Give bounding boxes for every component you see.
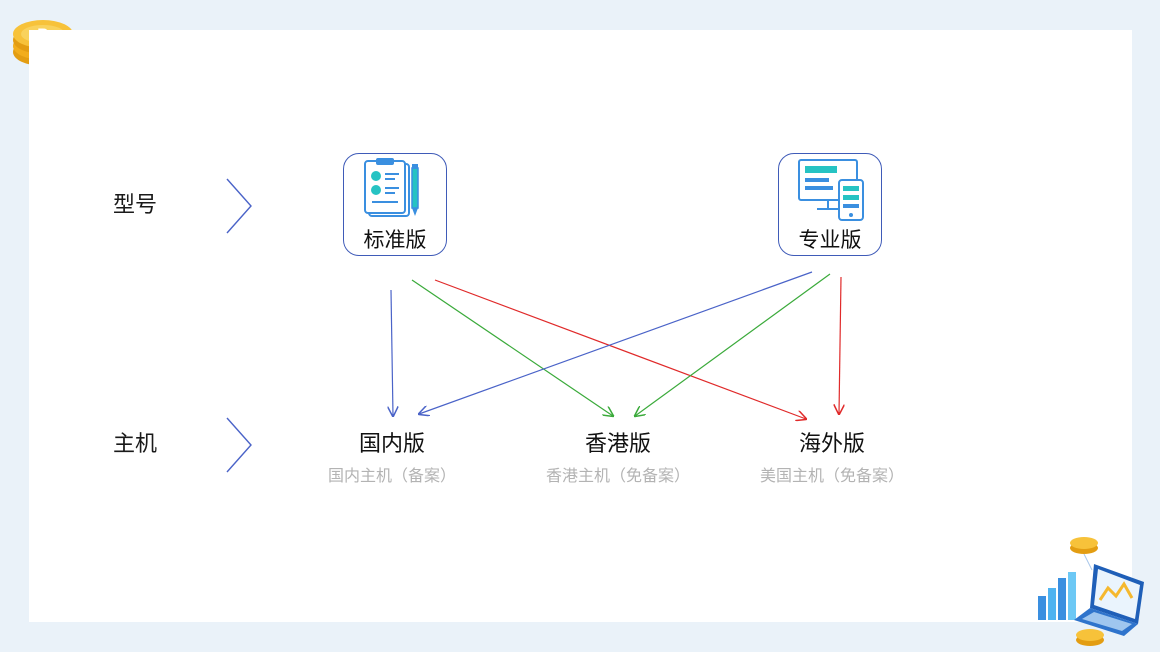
host-description: 美国主机（免备案） <box>759 466 904 485</box>
host-description: 国内主机（备案） <box>327 466 456 485</box>
host-name: 海外版 <box>798 432 865 457</box>
model-professional[interactable]: 专业版 <box>778 153 882 256</box>
host-name: 香港版 <box>584 432 651 457</box>
chevron-right-icon <box>226 178 252 234</box>
clipboard-icon <box>364 158 419 217</box>
host-domestic[interactable]: 国内版 国内主机（备案） <box>292 434 492 484</box>
devices-icon <box>798 159 864 221</box>
model-standard[interactable]: 标准版 <box>343 153 447 256</box>
chevron-right-icon <box>226 417 252 473</box>
arrow-standard-to-hongkong <box>411 279 613 416</box>
host-description: 香港主机（免备案） <box>545 466 690 485</box>
diagram-card <box>29 30 1132 622</box>
arrow-professional-to-overseas <box>839 276 841 414</box>
arrow-professional-to-domestic <box>419 271 813 414</box>
arrow-professional-to-hongkong <box>635 273 831 416</box>
arrow-standard-to-overseas <box>434 279 806 419</box>
model-name: 专业版 <box>798 228 862 252</box>
laptop-chart-illustration <box>1038 537 1144 646</box>
model-name: 标准版 <box>363 228 427 252</box>
arrow-standard-to-domestic <box>391 289 393 416</box>
model-row-label: 型号 <box>113 193 158 218</box>
host-name: 国内版 <box>358 432 425 457</box>
host-overseas[interactable]: 海外版 美国主机（免备案） <box>732 434 932 484</box>
host-hongkong[interactable]: 香港版 香港主机（免备案） <box>518 434 718 484</box>
host-row-label: 主机 <box>113 432 158 457</box>
